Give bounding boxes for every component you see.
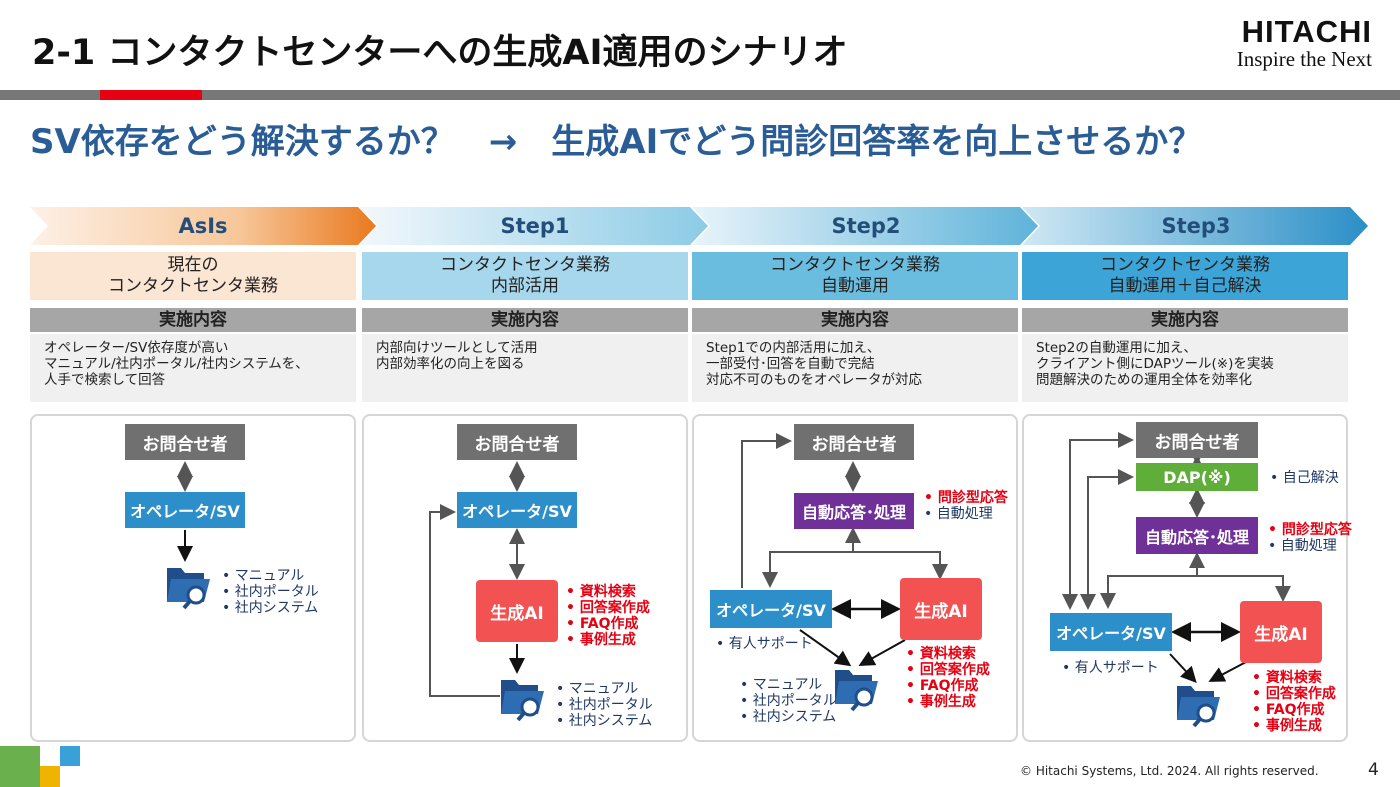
section-header-step2: 実施内容: [692, 308, 1018, 332]
inquirer-box-step1: お問合せ者: [457, 424, 577, 460]
inquirer-box-step3: お問合せ者: [1136, 422, 1258, 458]
genai-features-step1: 資料検索回答案作成FAQ作成事例生成: [566, 584, 650, 648]
auto-features-step3: 問診型応答自動処理: [1268, 522, 1352, 554]
logo-tagline: Inspire the Next: [1236, 47, 1372, 71]
genai-box-step2: 生成AI: [900, 578, 982, 640]
genai-box-step1: 生成AI: [476, 580, 558, 642]
folder-search-icon: [835, 670, 878, 712]
sources-list-step1: マニュアル社内ポータル社内システム: [556, 681, 653, 729]
section-header-step1: 実施内容: [362, 308, 688, 332]
slide-subtitle: SV依存をどう解決するか？ → 生成AIでどう問診回答率を向上させるか？: [30, 122, 1203, 162]
manned-support-step2: 有人サポート: [716, 636, 813, 652]
dap-feature-step3: 自己解決: [1270, 470, 1339, 486]
step-label-step2: Step2: [831, 214, 901, 238]
corner-squares-decoration: [0, 746, 80, 787]
sources-list-step2: マニュアル社内ポータル社内システム: [740, 677, 837, 725]
section-header-asis: 実施内容: [30, 308, 356, 332]
desc-step3: Step2の自動運用に加え、クライアント側にDAPツール(※)を実装問題解決のた…: [1022, 334, 1348, 402]
band-step3: コンタクトセンタ業務自動運用＋自己解決: [1022, 252, 1348, 300]
folder-search-icon: [501, 680, 544, 722]
band-step2: コンタクトセンタ業務自動運用: [692, 252, 1018, 300]
desc-step2: Step1での内部活用に加え、一部受付･回答を自動で完結対応不可のものをオペレー…: [692, 334, 1018, 402]
page-number: 4: [1368, 760, 1379, 780]
step-label-asis: AsIs: [178, 214, 228, 238]
operator-box-step3: オペレータ/SV: [1050, 613, 1172, 651]
copyright: © Hitachi Systems, Ltd. 2024. All rights…: [1020, 764, 1319, 778]
operator-box-asis: オペレータ/SV: [125, 492, 245, 528]
operator-box-step2: オペレータ/SV: [710, 590, 832, 628]
desc-step1: 内部向けツールとして活用内部効率化の向上を図る: [362, 334, 688, 402]
step-label-step3: Step3: [1161, 214, 1231, 238]
genai-features-step2: 資料検索回答案作成FAQ作成事例生成: [906, 646, 990, 710]
inquirer-box-asis: お問合せ者: [125, 424, 245, 460]
genai-features-step3: 資料検索回答案作成FAQ作成事例生成: [1252, 670, 1336, 734]
section-header-step3: 実施内容: [1022, 308, 1348, 332]
operator-box-step1: オペレータ/SV: [457, 492, 577, 528]
step-label-step1: Step1: [500, 214, 570, 238]
auto-response-box-step2: 自動応答･処理: [794, 493, 914, 529]
header-divider: [0, 90, 1400, 100]
genai-box-step3: 生成AI: [1240, 601, 1322, 663]
inquirer-box-step2: お問合せ者: [794, 424, 914, 460]
band-asis: 現在のコンタクトセンタ業務: [30, 252, 356, 300]
hitachi-logo: HITACHI Inspire the Next: [1188, 14, 1372, 71]
desc-asis: オペレーター/SV依存度が高いマニュアル/社内ポータル/社内システムを、人手で検…: [30, 334, 356, 402]
header-divider-accent: [100, 90, 202, 100]
sources-list-asis: マニュアル社内ポータル社内システム: [222, 568, 319, 616]
auto-response-box-step3: 自動応答･処理: [1136, 517, 1258, 554]
dap-box-step3: DAP(※): [1136, 463, 1258, 491]
page-title: 2-1 コンタクトセンターへの生成AI適用のシナリオ: [32, 33, 848, 73]
manned-support-step3: 有人サポート: [1062, 660, 1159, 676]
logo-brand: HITACHI: [1241, 14, 1372, 49]
band-step1: コンタクトセンタ業務内部活用: [362, 252, 688, 300]
folder-search-icon: [167, 568, 210, 610]
auto-features-step2: 問診型応答自動処理: [924, 490, 1008, 522]
folder-search-icon: [1177, 686, 1220, 728]
